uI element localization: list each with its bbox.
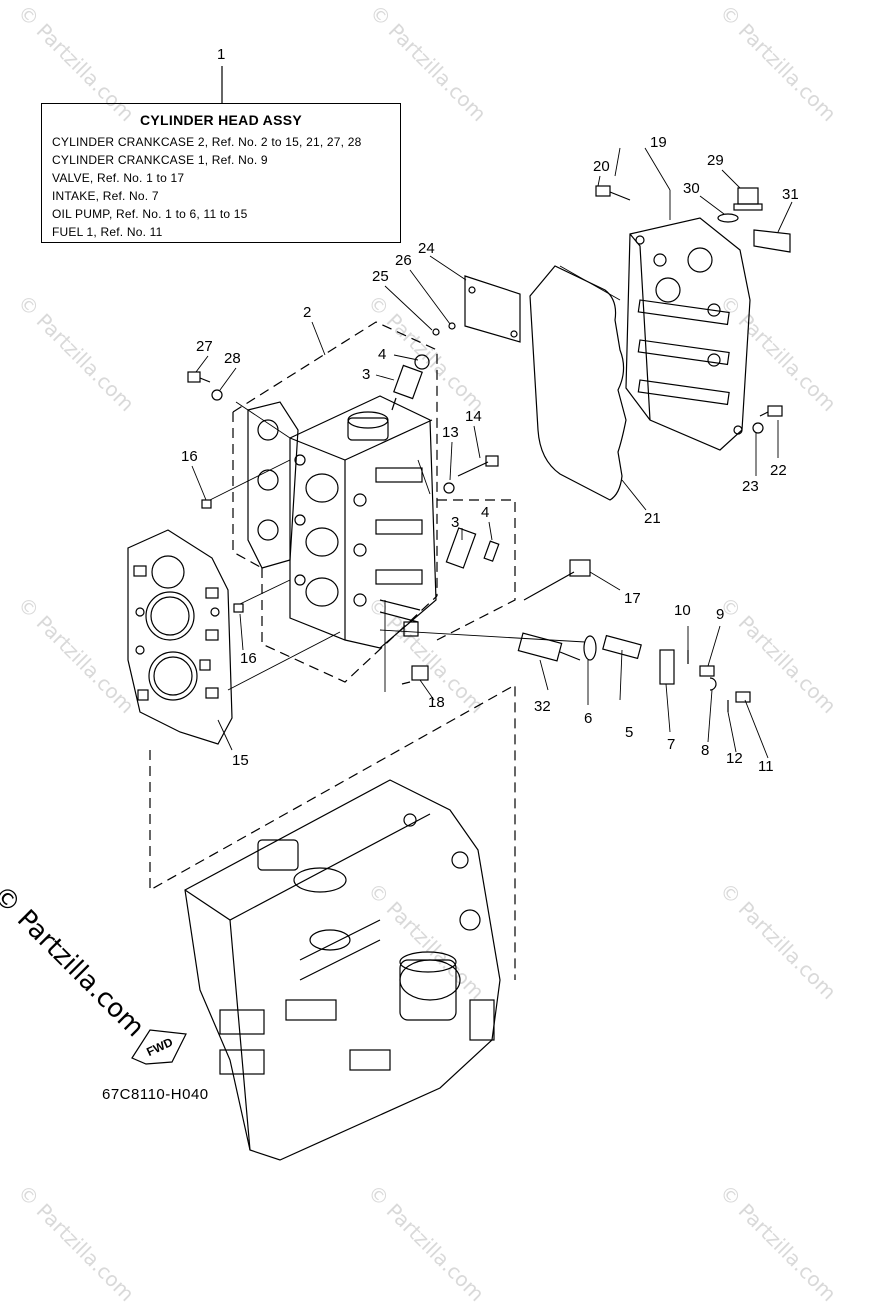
hole-icon xyxy=(510,330,518,338)
dashed-outline xyxy=(232,412,263,569)
dashed-outline xyxy=(436,499,516,641)
screw-icon xyxy=(735,691,751,703)
part-label: 5 xyxy=(625,724,634,741)
crankcase xyxy=(184,779,501,1161)
part-label: 12 xyxy=(726,750,743,767)
diagram-drawing xyxy=(127,66,793,1161)
dowel-pin-icon xyxy=(201,499,212,509)
label-plate-icon xyxy=(753,229,791,253)
part-label: 16 xyxy=(240,650,257,667)
part-label: 31 xyxy=(782,186,799,203)
screw-icon xyxy=(699,665,715,677)
legend-line: VALVE, Ref. No. 1 to 17 xyxy=(52,171,185,185)
part-label: 29 xyxy=(707,152,724,169)
washer-icon xyxy=(448,322,456,330)
clip-icon xyxy=(709,677,717,691)
fwd-arrow-icon xyxy=(131,1029,187,1065)
part-label: 16 xyxy=(181,448,198,465)
leader-lines xyxy=(191,147,793,759)
shaft-icon xyxy=(602,634,642,660)
part-label: 8 xyxy=(701,742,710,759)
part-label: 23 xyxy=(742,478,759,495)
seal-icon xyxy=(583,635,597,661)
o-ring-icon xyxy=(717,213,739,223)
part-label: 13 xyxy=(442,424,459,441)
washer-icon xyxy=(211,389,223,401)
filler-cap-icon xyxy=(733,187,763,211)
part-label: 21 xyxy=(644,510,661,527)
exploded-parts-diagram: © Partzilla.com © Partzilla.com © Partzi… xyxy=(0,0,841,1306)
part-label: 3 xyxy=(451,514,460,531)
part-label: 28 xyxy=(224,350,241,367)
legend-line: INTAKE, Ref. No. 7 xyxy=(52,189,159,203)
o-ring-icon xyxy=(483,540,500,562)
part-label: 2 xyxy=(303,304,312,321)
legend-line: OIL PUMP, Ref. No. 1 to 6, 11 to 15 xyxy=(52,207,248,221)
hole-icon xyxy=(468,286,476,294)
legend-ref-number: 1 xyxy=(217,46,226,63)
washer-icon xyxy=(752,422,764,434)
plate xyxy=(464,275,521,343)
diagram-code: 67C8110-H040 xyxy=(102,1086,209,1103)
screw-icon xyxy=(432,328,440,336)
part-label: 11 xyxy=(758,758,774,775)
part-label: 4 xyxy=(378,346,387,363)
bolt-icon xyxy=(759,405,783,417)
part-label: 15 xyxy=(232,752,249,769)
assembly-legend: CYLINDER HEAD ASSY CYLINDER CRANKCASE 2,… xyxy=(41,103,401,243)
part-label: 22 xyxy=(770,462,787,479)
part-label: 24 xyxy=(418,240,435,257)
part-label: 27 xyxy=(196,338,213,355)
part-label: 20 xyxy=(593,158,610,175)
bolt-icon xyxy=(401,665,429,685)
dashed-outline xyxy=(232,321,438,596)
part-label: 6 xyxy=(584,710,593,727)
part-label: 26 xyxy=(395,252,412,269)
legend-line: CYLINDER CRANKCASE 2, Ref. No. 2 to 15, … xyxy=(52,135,362,149)
bolt-icon xyxy=(595,185,631,201)
sensor-icon xyxy=(517,632,581,662)
part-label: 18 xyxy=(428,694,445,711)
legend-line: CYLINDER CRANKCASE 1, Ref. No. 9 xyxy=(52,153,268,167)
o-ring-icon xyxy=(414,354,430,370)
part-label: 7 xyxy=(667,736,676,753)
part-label: 19 xyxy=(650,134,667,151)
head-cover xyxy=(625,217,751,451)
part-label: 9 xyxy=(716,606,725,623)
bolt-icon xyxy=(523,559,591,601)
bolt-icon xyxy=(187,371,211,383)
head-gasket xyxy=(127,529,233,745)
part-label: 17 xyxy=(624,590,641,607)
washer-icon xyxy=(443,482,455,494)
part-label: 32 xyxy=(534,698,551,715)
bracket-icon xyxy=(659,649,675,685)
legend-line: FUEL 1, Ref. No. 11 xyxy=(52,225,163,239)
legend-title: CYLINDER HEAD ASSY xyxy=(139,112,302,128)
part-label: 25 xyxy=(372,268,389,285)
oil-pressure-switch-icon xyxy=(391,364,423,411)
cylinder-head xyxy=(289,395,437,649)
cover-gasket xyxy=(529,265,627,501)
part-label: 14 xyxy=(465,408,482,425)
part-label: 4 xyxy=(481,504,490,521)
dashed-outline xyxy=(261,568,438,683)
part-label: 3 xyxy=(362,366,371,383)
part-label: 30 xyxy=(683,180,700,197)
dashed-outline xyxy=(149,683,516,980)
oil-pressure-switch-icon xyxy=(445,527,477,569)
part-label: 10 xyxy=(674,602,691,619)
bolt-icon xyxy=(457,455,499,477)
dowel-pin-icon xyxy=(233,603,244,613)
